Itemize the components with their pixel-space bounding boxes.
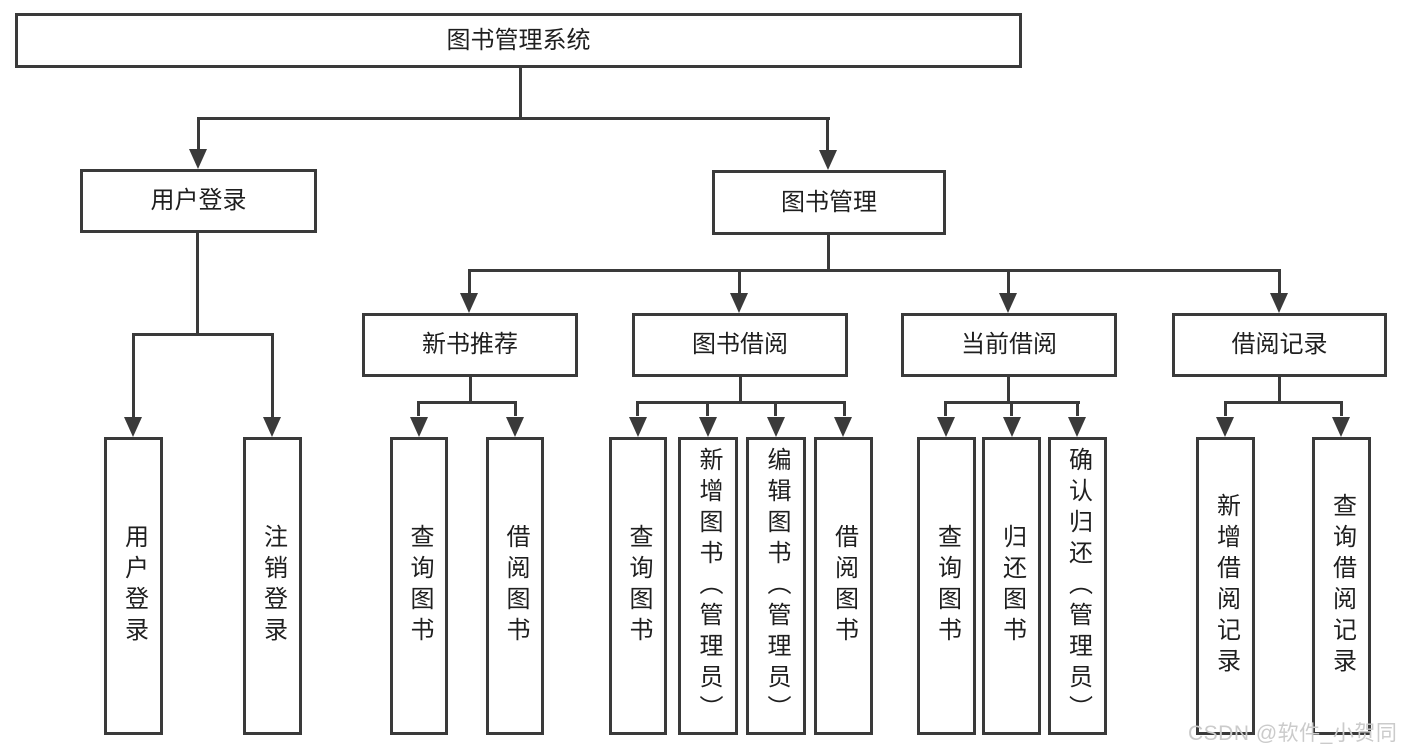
- arrowhead-down-icon: [1216, 417, 1234, 437]
- connector-bookmgmt-trunk: [827, 234, 830, 272]
- arrowhead-down-icon: [937, 417, 955, 437]
- arrowhead-down-icon: [263, 417, 281, 437]
- node-new-book-recommend: 新书推荐: [362, 313, 578, 377]
- leaf-query-borrow-record: 查询借阅记录: [1312, 437, 1371, 735]
- connector-userlogin-trunk: [196, 232, 199, 336]
- leaf-query-books: 查询图书: [609, 437, 667, 735]
- leaf-return-books: 归还图书: [982, 437, 1041, 735]
- leaf-borrow-books: 借阅图书: [814, 437, 873, 735]
- connector-bookmgmt-drop-3: [1007, 269, 1010, 294]
- connector-bookmgmt-hbar: [468, 269, 1281, 272]
- leaf-edit-book-admin: 编辑图书（管理员）: [746, 437, 806, 735]
- leaf-query-books: 查询图书: [917, 437, 976, 735]
- connector-currentborrow-drop-2: [1010, 401, 1013, 416]
- arrowhead-down-icon: [1068, 417, 1086, 437]
- node-borrowing-records: 借阅记录: [1172, 313, 1387, 377]
- arrowhead-down-icon: [1270, 293, 1288, 313]
- connector-currentborrow-drop-1: [944, 401, 947, 416]
- connector-userlogin-drop-right: [271, 333, 274, 417]
- connector-userlogin-hbar: [132, 333, 274, 336]
- connector-bookborrow-drop-4: [843, 401, 846, 416]
- connector-currentborrow-drop-3: [1076, 401, 1079, 416]
- connector-userlogin-drop-left: [132, 333, 135, 417]
- arrowhead-down-icon: [767, 417, 785, 437]
- node-user-login: 用户登录: [80, 169, 317, 233]
- connector-bookborrow-trunk: [739, 376, 742, 404]
- connector-bookborrow-drop-2: [706, 401, 709, 416]
- arrowhead-down-icon: [629, 417, 647, 437]
- leaf-add-borrow-record: 新增借阅记录: [1196, 437, 1255, 735]
- node-book-management: 图书管理: [712, 170, 946, 235]
- connector-root-hbar: [197, 117, 830, 120]
- arrowhead-down-icon: [124, 417, 142, 437]
- connector-newbooks-drop-2: [514, 401, 517, 416]
- connector-records-drop-1: [1224, 401, 1227, 416]
- arrowhead-down-icon: [460, 293, 478, 313]
- arrowhead-down-icon: [506, 417, 524, 437]
- connector-currentborrow-trunk: [1007, 376, 1010, 404]
- connector-bookborrow-drop-1: [636, 401, 639, 416]
- connector-bookborrow-hbar: [636, 401, 846, 404]
- leaf-add-book-admin: 新增图书（管理员）: [678, 437, 738, 735]
- arrowhead-down-icon: [1332, 417, 1350, 437]
- arrowhead-down-icon: [1003, 417, 1021, 437]
- connector-records-trunk: [1278, 376, 1281, 403]
- arrowhead-down-icon: [410, 417, 428, 437]
- connector-root-drop-right: [826, 117, 829, 152]
- connector-bookmgmt-drop-4: [1278, 269, 1281, 294]
- arrowhead-down-icon: [819, 150, 837, 170]
- arrowhead-down-icon: [730, 293, 748, 313]
- leaf-confirm-return-admin: 确认归还（管理员）: [1048, 437, 1107, 735]
- csdn-watermark: CSDN @软件_小贺同学: [1188, 722, 1398, 745]
- node-library-system: 图书管理系统: [15, 13, 1022, 68]
- connector-bookmgmt-drop-2: [738, 269, 741, 294]
- connector-bookmgmt-drop-1: [468, 269, 471, 294]
- leaf-query-books: 查询图书: [390, 437, 448, 735]
- connector-newbooks-hbar: [417, 401, 517, 404]
- connector-root-trunk: [519, 65, 522, 120]
- arrowhead-down-icon: [834, 417, 852, 437]
- arrowhead-down-icon: [999, 293, 1017, 313]
- leaf-user-login: 用户登录: [104, 437, 163, 735]
- connector-newbooks-drop-1: [417, 401, 420, 416]
- connector-root-drop-left: [197, 117, 200, 152]
- connector-bookborrow-drop-3: [774, 401, 777, 416]
- arrowhead-down-icon: [189, 149, 207, 169]
- connector-newbooks-trunk: [469, 376, 472, 404]
- leaf-borrow-books: 借阅图书: [486, 437, 544, 735]
- connector-records-drop-2: [1340, 401, 1343, 416]
- node-current-borrowing: 当前借阅: [901, 313, 1117, 377]
- arrowhead-down-icon: [699, 417, 717, 437]
- leaf-logout: 注销登录: [243, 437, 302, 735]
- node-book-borrowing: 图书借阅: [632, 313, 848, 377]
- connector-records-hbar: [1224, 401, 1343, 404]
